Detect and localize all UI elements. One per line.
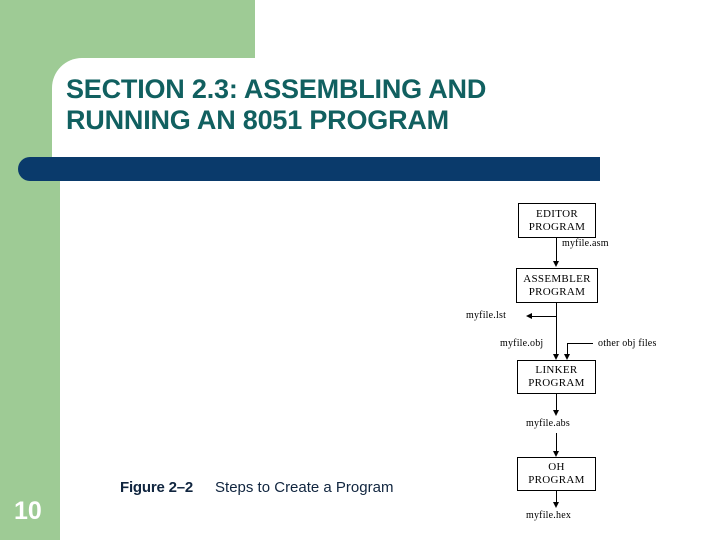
flow-box-linker-line2: PROGRAM [528,377,585,389]
flow-box-editor-line1: EDITOR [536,207,578,220]
flow-box-oh: OH PROGRAM [517,457,596,491]
white-content-panel [60,181,720,540]
flow-box-assembler: ASSEMBLER PROGRAM [516,268,598,303]
navy-divider-bar [18,157,600,181]
flow-label-myfile-asm: myfile.asm [562,238,609,249]
flow-arrowhead-abs [553,410,559,416]
flow-arrowhead-linker-in-left [553,354,559,360]
flowchart-steps-to-create-a-program: EDITOR PROGRAM myfile.asm ASSEMBLER PROG… [450,190,720,540]
flow-box-assembler-line2: PROGRAM [528,285,586,298]
flow-label-myfile-abs: myfile.abs [526,418,570,429]
green-header-block [0,0,255,59]
flow-box-linker-line1: LINKER [535,364,578,376]
flow-connector-editor-assembler [556,238,558,262]
flow-arrowhead-assembler-in [553,261,559,267]
flow-label-myfile-lst: myfile.lst [466,310,507,321]
title-line-1: SECTION 2.3: ASSEMBLING AND [66,74,487,104]
flow-connector-abs-oh [556,433,558,454]
figure-caption: Figure 2–2 Steps to Create a Program [120,479,393,496]
flow-arrowhead-hex [553,502,559,508]
flow-branch-other-obj-files-drop [567,343,569,356]
flow-box-oh-line2: PROGRAM [528,474,585,486]
flow-label-other-obj-files: other obj files [598,338,657,349]
flow-label-myfile-hex: myfile.hex [526,510,572,521]
title-line-2: RUNNING AN 8051 PROGRAM [66,105,449,135]
flow-box-editor: EDITOR PROGRAM [518,203,596,238]
flow-connector-assembler-linker [556,303,558,356]
flow-branch-myfile-lst [532,316,557,318]
green-side-column [0,59,60,540]
flow-box-linker: LINKER PROGRAM [517,360,596,394]
flow-box-editor-line2: PROGRAM [528,220,586,233]
flow-arrowhead-oh-in [553,451,559,457]
flow-arrowhead-linker-in-right [564,354,570,360]
page-title: SECTION 2.3: ASSEMBLING AND RUNNING AN 8… [66,74,666,136]
white-title-panel [52,58,720,163]
figure-title: Steps to Create a Program [215,479,394,496]
flow-connector-oh-hex [556,491,558,504]
flow-label-myfile-obj: myfile.obj [500,338,544,349]
flow-branch-other-obj-files [567,343,593,345]
flow-box-oh-line1: OH [548,461,565,473]
figure-label: Figure 2–2 [120,479,194,496]
flow-box-assembler-line1: ASSEMBLER [523,272,591,285]
slide-number: 10 [14,497,42,525]
flow-connector-linker-abs [556,394,558,412]
flow-arrowhead-myfile-lst [526,312,532,319]
